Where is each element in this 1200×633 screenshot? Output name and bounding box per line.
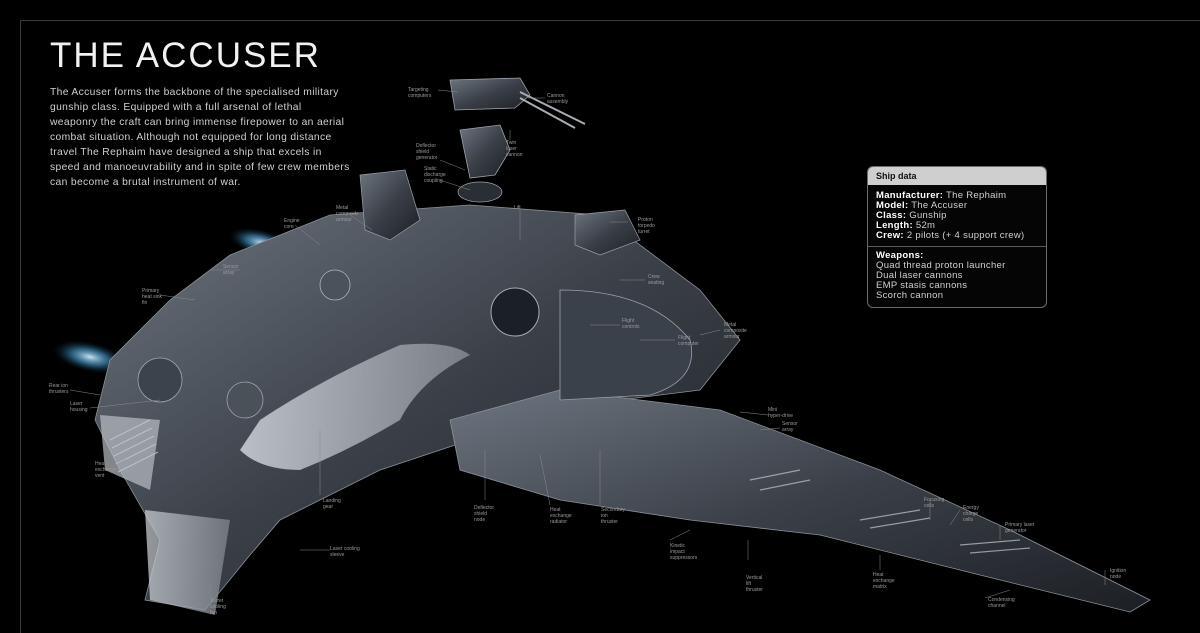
callout-ignition-node: Ignition node [1110,568,1127,580]
callout-metal-composite-armour-right: Metal composite armour [724,322,747,340]
callout-rear-ion-thrusters: Rear ion thrusters [49,383,69,395]
weapons-title: Weapons: [876,250,924,261]
callout-energy-charge-cells: Energy charge cells [963,505,979,523]
turret-cannon-assembly [449,77,531,111]
ship-data-row-class: Class: Gunship [876,211,1038,221]
callout-cannon-assembly: Cannon assembly [547,93,569,105]
callout-sensor-array-left: Sensor array [223,264,239,276]
callout-heat-exchange-radiator: Heat exchange radiator [550,507,572,525]
row-value: Gunship [909,210,947,221]
callout-twin-laser-cannon: Twin laser cannon [506,140,523,158]
callout-sensor-array-right: Sensor array [782,421,798,433]
intro-paragraph: The Accuser forms the backbone of the sp… [50,87,350,188]
cockpit-dome [559,289,692,401]
row-value: 52m [915,220,936,231]
callout-proton-torpedo-turret: Proton torpedo turret [638,217,655,235]
callout-kinetic-impact-suppressors: Kinetic impact suppressors [670,543,698,561]
callout-static-discharge-coupling: Static discharge coupling [424,166,446,184]
row-value: The Accuser [911,200,968,211]
ribs-nose [749,469,1031,554]
weapon-item: EMP stasis cannons [876,280,968,291]
callout-engine-core: Engine core [284,218,300,230]
ship-data-divider [868,246,1046,247]
hull-plate-rear [100,415,160,490]
cockpit-window [490,287,540,337]
callout-lines [69,89,1106,599]
hull-nose [449,389,1151,613]
row-key: Length: [876,220,913,231]
ship-data-panel: Ship data Manufacturer: The Rephaim Mode… [867,166,1047,308]
callout-metal-composite-armour-top: Metal composite armour [336,205,359,223]
callout-turret-cooling-fan: Turret cooling fan [210,598,226,616]
row-key: Model: [876,200,909,211]
callout-laser-cooling-sleeve: Laser cooling sleeve [330,546,360,558]
callout-targeting-computers: Targeting computers [408,87,432,99]
row-value: 2 pilots (+ 4 support crew) [906,230,1025,241]
cannon-barrel-2 [519,97,576,129]
callout-crew-seating: Crew seating [648,274,665,286]
proton-torpedo-turret [574,209,641,256]
callout-flight-controls: Flight controls [622,318,640,330]
hull-plate-wing [240,343,470,470]
ribs-rear [109,419,159,473]
callout-laser-housing: Laser housing [70,401,88,413]
hull-plate-tail [145,510,230,615]
row-key: Crew: [876,230,904,241]
turret-twin-laser [459,124,511,179]
page-frame [20,20,1200,633]
callout-primary-laser-generator: Primary laser generator [1005,522,1035,534]
laser-housing-dome [226,381,264,419]
weapon-item: Dual laser cannons [876,270,963,281]
callout-vertical-lift-thruster: Vertical lift thruster [746,575,763,593]
callout-heat-exchange-matrix: Heat exchange matrix [873,572,895,590]
page-title: THE ACCUSER [50,36,321,75]
turret-base [457,181,503,203]
callout-secondary-ion-thruster: Secondary ion thruster [601,507,625,525]
ship-data-row-manufacturer: Manufacturer: The Rephaim [876,191,1038,201]
dorsal-turret [359,169,421,241]
callout-deflector-shield-generator: Deflector shield generator [416,143,438,161]
callout-lift: Lift [514,205,521,211]
cannon-barrel-1 [519,91,586,125]
row-key: Class: [876,210,907,221]
callout-landing-gear: Landing gear [323,498,341,510]
ship-data-header: Ship data [868,167,1046,185]
callout-condensing-channel: Condensing channel [988,597,1015,609]
callout-mini-hyper-drive: Mini hyper-drive [768,407,794,419]
ship-data-body: Manufacturer: The Rephaim Model: The Acc… [868,185,1046,307]
ship-data-row-length: Length: 52m [876,221,1038,231]
row-key: Manufacturer: [876,190,944,201]
callout-heat-exchange-vent: Heat exchange vent [95,461,117,479]
engine-core-sphere [319,269,351,301]
row-value: The Rephaim [946,190,1007,201]
ship-data-row-model: Model: The Accuser [876,201,1038,211]
weapon-item: Scorch cannon [876,290,944,301]
callout-primary-heat-sink-fin: Primary heat sink fin [142,288,163,306]
weapon-item: Quad thread proton launcher [876,260,1006,271]
callout-flight-computer: Flight computer [678,335,699,347]
callout-focusing-cells: Focusing cells [924,497,945,509]
rear-dome [137,357,183,403]
callout-deflector-shield-node: Deflector shield node [474,505,495,523]
ship-data-row-crew: Crew: 2 pilots (+ 4 support crew) [876,231,1038,241]
